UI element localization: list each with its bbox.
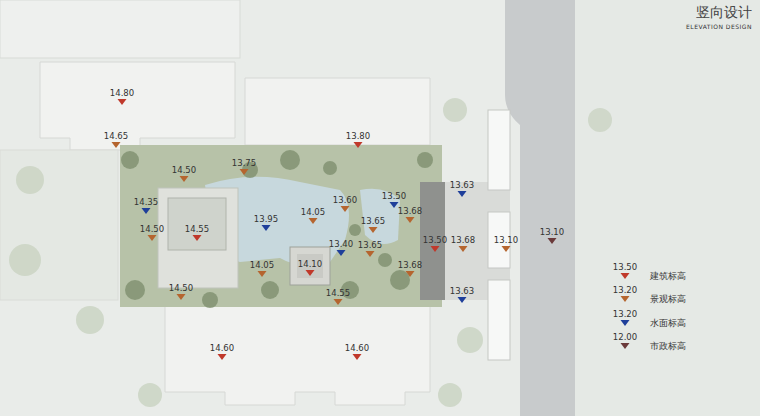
elevation-marker: [309, 218, 318, 224]
elevation-marker: [118, 99, 127, 105]
elevation-value: 14.05: [301, 208, 325, 217]
elevation-value: 13.80: [346, 132, 370, 141]
elevation-value: 13.63: [450, 287, 474, 296]
elevation-value: 14.55: [185, 225, 209, 234]
elevation-value: 13.65: [358, 241, 382, 250]
legend-swatch: [621, 296, 630, 302]
elevation-marker: [502, 246, 511, 252]
elevation-value: 13.65: [361, 217, 385, 226]
elevation-value: 14.65: [104, 132, 128, 141]
elevation-value: 13.10: [540, 228, 564, 237]
elevation-marker: [369, 227, 378, 233]
elevation-value: 13.10: [494, 236, 518, 245]
elevation-value: 13.63: [450, 181, 474, 190]
elevation-marker: [548, 238, 557, 244]
elevation-value: 14.50: [169, 284, 193, 293]
elevation-value: 12.00: [613, 333, 637, 342]
elevation-marker: [112, 142, 121, 148]
elevation-value: 13.68: [451, 236, 475, 245]
elevation-marker: [431, 246, 440, 252]
elevation-marker: [306, 270, 315, 276]
elevation-value: 13.50: [613, 263, 637, 272]
elevation-marker: [334, 299, 343, 305]
elevation-value: 13.60: [333, 196, 357, 205]
elevation-marker: [193, 235, 202, 241]
elevation-marker: [354, 142, 363, 148]
legend-swatch: [621, 320, 630, 326]
elevation-value: 13.68: [398, 261, 422, 270]
elevation-marker: [341, 206, 350, 212]
legend-swatch: [621, 273, 630, 279]
elevation-marker: [406, 217, 415, 223]
elevation-marker: [337, 250, 346, 256]
elevation-value: 14.60: [210, 344, 234, 353]
elevation-value: 14.10: [298, 260, 322, 269]
legend-text: 市政标高: [650, 342, 686, 351]
elevation-value: 14.80: [110, 89, 134, 98]
elevation-value: 14.35: [134, 198, 158, 207]
elevation-value: 13.50: [423, 236, 447, 245]
elevation-value: 14.05: [250, 261, 274, 270]
elevation-marker: [180, 176, 189, 182]
legend-text: 景观标高: [650, 295, 686, 304]
elevation-marker: [262, 225, 271, 231]
elevation-marker: [353, 354, 362, 360]
elevation-value: 14.50: [172, 166, 196, 175]
elevation-marker: [406, 271, 415, 277]
elevation-marker: [177, 294, 186, 300]
elevation-marker: [390, 202, 399, 208]
elevation-value: 14.55: [326, 289, 350, 298]
elevation-marker: [218, 354, 227, 360]
elevation-marker: [240, 169, 249, 175]
elevation-marker: [459, 246, 468, 252]
elevation-marker: [142, 208, 151, 214]
elevation-value: 13.20: [613, 310, 637, 319]
elevation-value: 13.40: [329, 240, 353, 249]
page-title: 竖向设计: [696, 5, 752, 19]
legend-text: 建筑标高: [650, 272, 686, 281]
elevation-value: 14.60: [345, 344, 369, 353]
subtitle: ELEVATION DESIGN: [686, 24, 752, 30]
elevation-value: 13.75: [232, 159, 256, 168]
elevation-value: 14.50: [140, 225, 164, 234]
elevation-marker: [458, 297, 467, 303]
elevation-marker: [458, 191, 467, 197]
elevation-value: 13.95: [254, 215, 278, 224]
elevation-marker: [148, 235, 157, 241]
elevation-value: 13.20: [613, 286, 637, 295]
elevation-marker: [366, 251, 375, 257]
elevation-value: 13.50: [382, 192, 406, 201]
legend-text: 水面标高: [650, 319, 686, 328]
elevation-value: 13.68: [398, 207, 422, 216]
elevation-marker: [258, 271, 267, 277]
legend-swatch: [621, 343, 630, 349]
